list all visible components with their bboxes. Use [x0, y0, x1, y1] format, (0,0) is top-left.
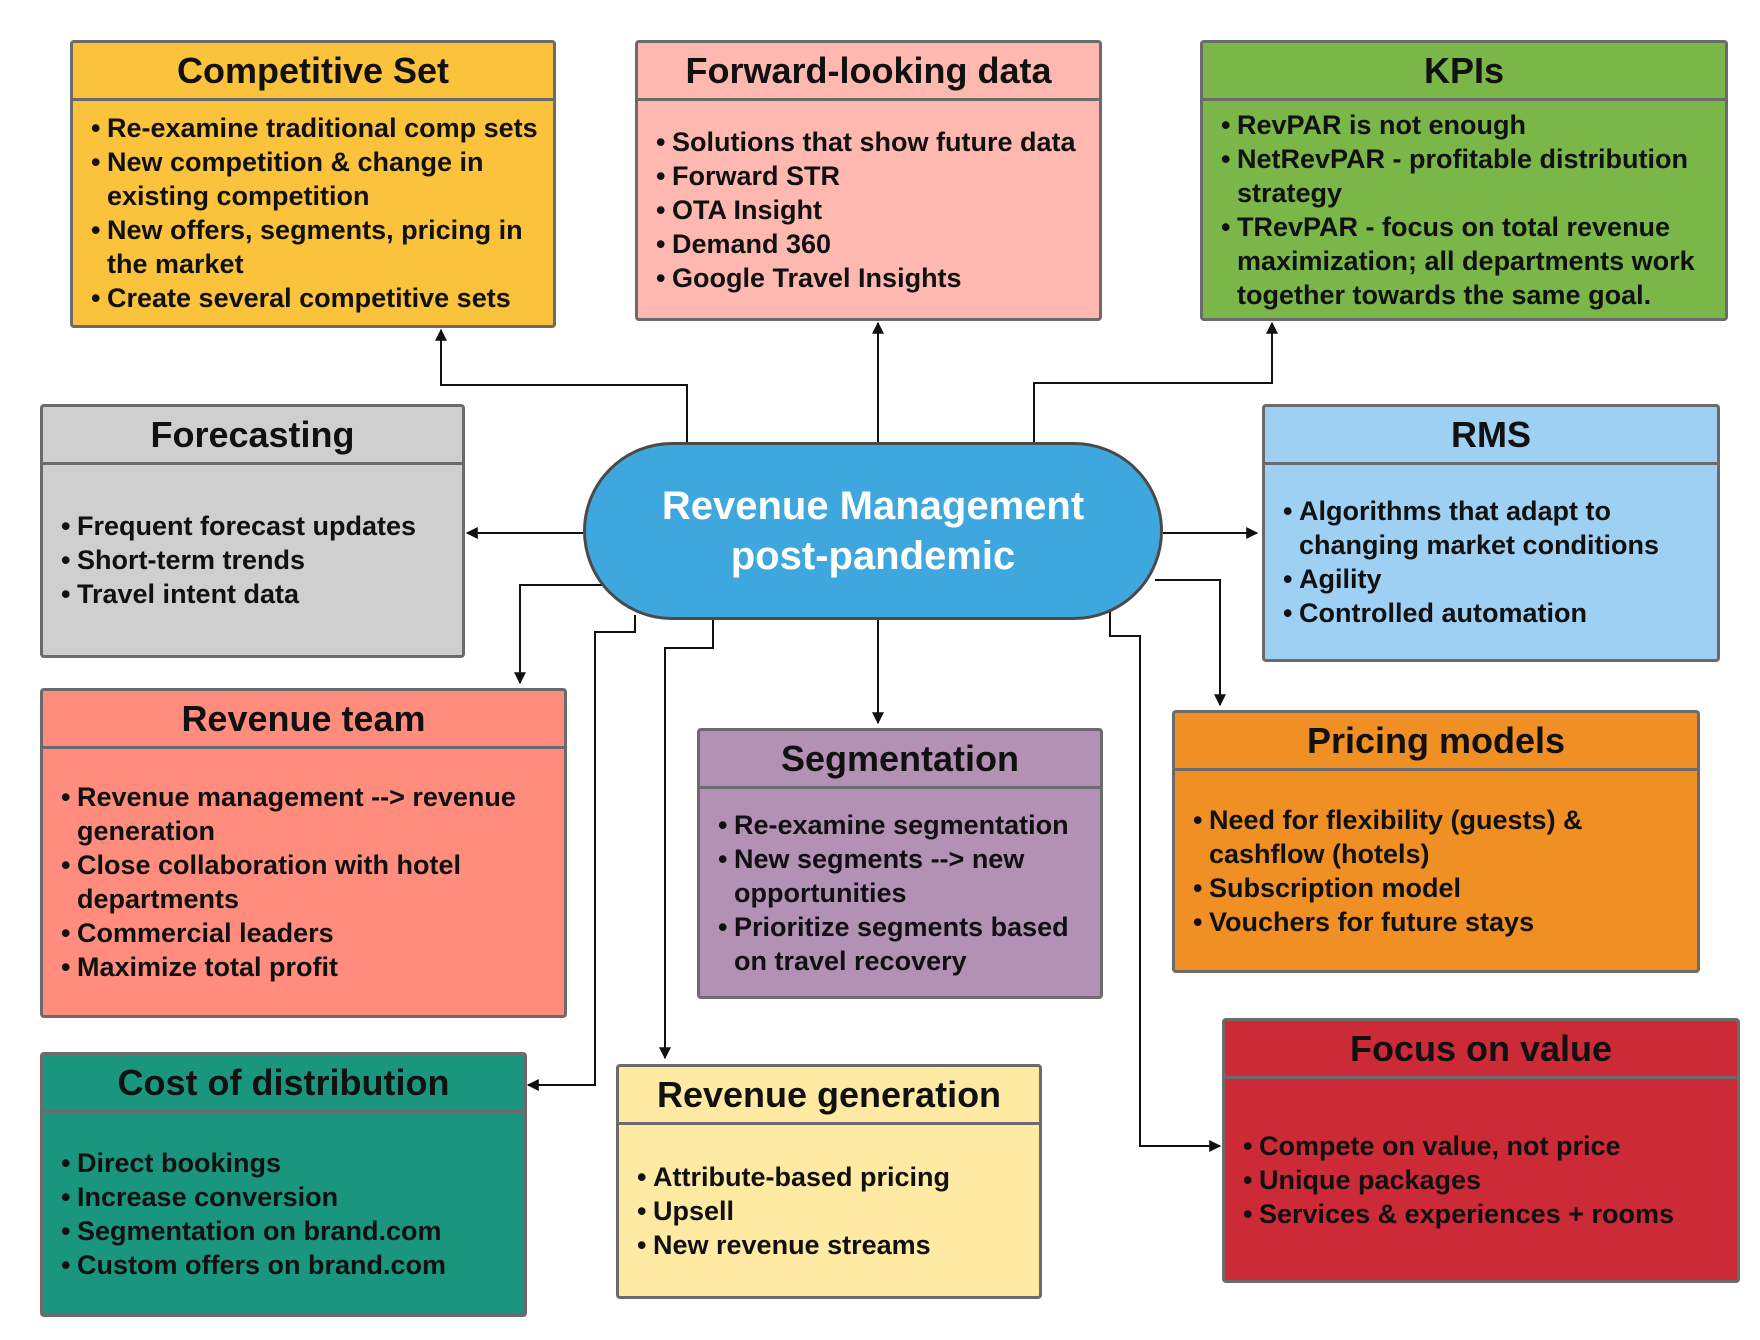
- list-item: Upsell: [637, 1194, 1029, 1228]
- box-body: Direct bookingsIncrease conversionSegmen…: [43, 1113, 524, 1314]
- item-list: Need for flexibility (guests) & cashflow…: [1193, 803, 1687, 939]
- item-list: Algorithms that adapt to changing market…: [1283, 494, 1707, 630]
- list-item: New revenue streams: [637, 1228, 1029, 1262]
- list-item: Unique packages: [1243, 1163, 1727, 1197]
- list-item: Compete on value, not price: [1243, 1129, 1727, 1163]
- list-item: Controlled automation: [1283, 596, 1707, 630]
- central-topic-line-2: post-pandemic: [730, 534, 1016, 578]
- list-item: Close collaboration with hotel departmen…: [61, 848, 554, 916]
- list-item: Direct bookings: [61, 1146, 514, 1180]
- list-item: New offers, segments, pricing in the mar…: [91, 213, 543, 281]
- box-body: Re-examine segmentationNew segments --> …: [700, 789, 1100, 996]
- box-title: Revenue generation: [619, 1067, 1039, 1125]
- box-title: Forecasting: [43, 407, 462, 465]
- rms-box: RMS Algorithms that adapt to changing ma…: [1262, 404, 1720, 662]
- connector-revenue-generation: [659, 620, 714, 1060]
- list-item: Short-term trends: [61, 543, 452, 577]
- list-item: Need for flexibility (guests) & cashflow…: [1193, 803, 1687, 871]
- forecasting-box: Forecasting Frequent forecast updatesSho…: [40, 404, 465, 658]
- list-item: Algorithms that adapt to changing market…: [1283, 494, 1707, 562]
- box-title: KPIs: [1203, 43, 1725, 101]
- list-item: Demand 360: [656, 227, 1089, 261]
- list-item: Custom offers on brand.com: [61, 1248, 514, 1282]
- list-item: Segmentation on brand.com: [61, 1214, 514, 1248]
- box-body: RevPAR is not enoughNetRevPAR - profitab…: [1203, 101, 1725, 318]
- list-item: Re-examine segmentation: [718, 808, 1090, 842]
- list-item: Maximize total profit: [61, 950, 554, 984]
- list-item: Revenue management --> revenue generatio…: [61, 780, 554, 848]
- box-title: Segmentation: [700, 731, 1100, 789]
- list-item: Solutions that show future data: [656, 125, 1089, 159]
- list-item: New segments --> new opportunities: [718, 842, 1090, 910]
- list-item: Subscription model: [1193, 871, 1687, 905]
- item-list: Direct bookingsIncrease conversionSegmen…: [61, 1146, 514, 1282]
- list-item: Increase conversion: [61, 1180, 514, 1214]
- item-list: Frequent forecast updatesShort-term tren…: [61, 509, 452, 611]
- box-body: Frequent forecast updatesShort-term tren…: [43, 465, 462, 655]
- item-list: RevPAR is not enoughNetRevPAR - profitab…: [1221, 108, 1715, 312]
- box-body: Compete on value, not priceUnique packag…: [1225, 1079, 1737, 1280]
- list-item: New competition & change in existing com…: [91, 145, 543, 213]
- central-topic: Revenue Management post-pandemic: [583, 442, 1163, 620]
- list-item: Vouchers for future stays: [1193, 905, 1687, 939]
- competitive-set-box: Competitive Set Re-examine traditional c…: [70, 40, 556, 328]
- item-list: Revenue management --> revenue generatio…: [61, 780, 554, 984]
- focus-on-value-box: Focus on value Compete on value, not pri…: [1222, 1018, 1740, 1283]
- connector-competitive-set: [435, 328, 688, 442]
- box-title: RMS: [1265, 407, 1717, 465]
- list-item: Prioritize segments based on travel reco…: [718, 910, 1090, 978]
- list-item: Agility: [1283, 562, 1707, 596]
- box-title: Revenue team: [43, 691, 564, 749]
- pricing-models-box: Pricing models Need for flexibility (gue…: [1172, 710, 1700, 973]
- item-list: Attribute-based pricingUpsellNew revenue…: [637, 1160, 1029, 1262]
- item-list: Re-examine traditional comp setsNew comp…: [91, 111, 543, 315]
- box-body: Re-examine traditional comp setsNew comp…: [73, 101, 553, 325]
- connector-cost-distribution: [526, 615, 636, 1091]
- kpis-box: KPIs RevPAR is not enoughNetRevPAR - pro…: [1200, 40, 1728, 321]
- revenue-generation-box: Revenue generation Attribute-based prici…: [616, 1064, 1042, 1299]
- box-title: Focus on value: [1225, 1021, 1737, 1079]
- item-list: Compete on value, not priceUnique packag…: [1243, 1129, 1727, 1231]
- list-item: Re-examine traditional comp sets: [91, 111, 543, 145]
- connector-focus-on-value: [1109, 610, 1222, 1152]
- segmentation-box: Segmentation Re-examine segmentationNew …: [697, 728, 1103, 999]
- connector-kpis: [1033, 321, 1278, 442]
- list-item: Travel intent data: [61, 577, 452, 611]
- item-list: Solutions that show future dataForward S…: [656, 125, 1089, 295]
- list-item: Forward STR: [656, 159, 1089, 193]
- box-title: Forward-looking data: [638, 43, 1099, 101]
- box-body: Revenue management --> revenue generatio…: [43, 749, 564, 1015]
- item-list: Re-examine segmentationNew segments --> …: [718, 808, 1090, 978]
- connector-revenue-team: [514, 584, 605, 685]
- revenue-team-box: Revenue team Revenue management --> reve…: [40, 688, 567, 1018]
- list-item: RevPAR is not enough: [1221, 108, 1715, 142]
- list-item: Create several competitive sets: [91, 281, 543, 315]
- list-item: TRevPAR - focus on total revenue maximiz…: [1221, 210, 1715, 312]
- connector-pricing-models: [1155, 579, 1226, 707]
- list-item: NetRevPAR - profitable distribution stra…: [1221, 142, 1715, 210]
- box-title: Competitive Set: [73, 43, 553, 101]
- central-topic-line-1: Revenue Management: [661, 484, 1085, 528]
- box-body: Algorithms that adapt to changing market…: [1265, 465, 1717, 659]
- box-body: Attribute-based pricingUpsellNew revenue…: [619, 1125, 1039, 1296]
- list-item: OTA Insight: [656, 193, 1089, 227]
- box-title: Pricing models: [1175, 713, 1697, 771]
- list-item: Frequent forecast updates: [61, 509, 452, 543]
- list-item: Commercial leaders: [61, 916, 554, 950]
- cost-of-distribution-box: Cost of distribution Direct bookingsIncr…: [40, 1052, 527, 1317]
- forward-looking-data-box: Forward-looking data Solutions that show…: [635, 40, 1102, 321]
- list-item: Attribute-based pricing: [637, 1160, 1029, 1194]
- box-body: Need for flexibility (guests) & cashflow…: [1175, 771, 1697, 970]
- box-body: Solutions that show future dataForward S…: [638, 101, 1099, 318]
- list-item: Services & experiences + rooms: [1243, 1197, 1727, 1231]
- list-item: Google Travel Insights: [656, 261, 1089, 295]
- box-title: Cost of distribution: [43, 1055, 524, 1113]
